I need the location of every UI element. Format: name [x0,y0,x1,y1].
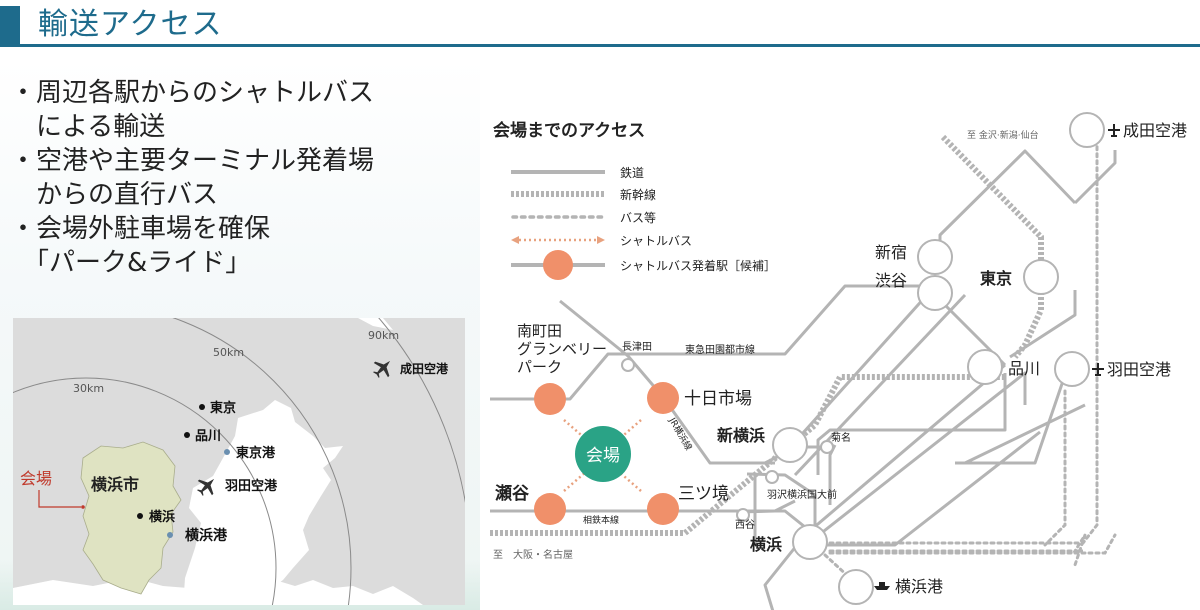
label-shinjuku: 新宿 [875,243,907,262]
ship-icon [874,582,890,590]
station-kikuna [820,440,834,454]
station-tokyo [1023,259,1059,295]
station-minamimachida [534,383,566,415]
legend-shuttle: シャトルバス [620,234,692,248]
label-nagatsuta: 長津田 [622,341,652,353]
label-shinagawa: 品川 [1008,359,1040,378]
place-tokyo: 東京 [210,400,236,416]
station-shinagawa [967,349,1003,385]
place-tokyo-port: 東京港 [236,445,276,461]
bullet-item: による輸送 [10,112,166,142]
ring-label-30km: 30km [73,382,104,395]
bullet-list: ・周辺各駅からのシャトルバス による輸送 ・空港や主要ターミナル発着場 からの直… [10,76,430,280]
venue-label: 会場 [586,446,620,466]
label-kikuna: 菊名 [831,431,851,444]
station-shibuya [917,275,953,311]
place-haneda: 羽田空港 [225,478,278,494]
label-yokohama-port: 横浜港 [895,577,943,596]
station-narita [1069,112,1105,148]
label-minamimachida-2: グランベリー [517,340,607,358]
label-yokohama: 横浜 [750,535,782,554]
label-hazawa: 羽沢横浜国大前 [767,488,837,501]
bullet-item: からの直行バス [10,180,219,210]
bus-lines [823,143,1117,592]
header-accent-bar [0,6,20,46]
station-hazawa [765,470,779,484]
label-tokaichiba: 十日市場 [684,389,752,409]
airplane-icon [1092,363,1104,376]
legend-shinkansen: 新幹線 [620,187,656,202]
legend-bus: バス等 [620,211,656,225]
station-mitsukyo [647,493,679,525]
legend-shuttle-station: シャトルバス発着駅［候補］ [620,258,776,273]
label-denentoshi-line: 東急田園都市線 [685,343,755,356]
label-haneda: 羽田空港 [1107,360,1171,379]
geo-map-svg: 30km 50km 90km 東京 品川 東京港 羽田空港 横浜 横浜港 横浜市… [13,318,465,605]
geographic-map: 30km 50km 90km 東京 品川 東京港 羽田空港 横浜 横浜港 横浜市… [13,318,465,605]
bullet-item: ・周辺各駅からのシャトルバス [10,78,375,108]
route-diagram: 会場までのアクセス 鉄道 新幹線 バス等 シャトルバス シャトルバス発着駅［候補… [485,95,1200,610]
label-minamimachida-3: パーク [517,358,562,376]
route-map-title: 会場までのアクセス [493,120,645,141]
city-yokohama: 横浜市 [91,475,139,494]
label-seya: 瀬谷 [495,484,530,504]
airplane-icon [1108,124,1120,137]
label-nishiya: 西谷 [735,519,755,531]
shinkansen-lines [490,134,1044,536]
place-shinagawa: 品川 [195,429,221,444]
place-yokohama-port: 横浜港 [185,527,228,544]
label-narita: 成田空港 [1123,121,1187,140]
station-tokaichiba [647,382,679,414]
label-to-kanazawa: 至 金沢·新潟·仙台 [967,129,1039,141]
place-yokohama: 横浜 [149,509,175,525]
place-narita: 成田空港 [400,361,449,376]
bullet-item: ・空港や主要ターミナル発着場 [10,146,375,176]
legend-rail: 鉄道 [620,165,644,180]
legend: 鉄道 新幹線 バス等 シャトルバス シャトルバス発着駅［候補］ [511,165,776,280]
label-to-osaka: 至 大阪・名古屋 [493,548,573,561]
bullet-item: ・会場外駐車場を確保 [10,214,271,244]
label-mitsukyo: 三ツ境 [678,484,729,504]
station-shinyokohama [772,427,808,463]
slide-header: 輸送アクセス [0,0,1200,50]
station-nishiya [736,508,750,522]
station-shinjuku [917,239,953,275]
label-shinyokohama: 新横浜 [717,426,765,445]
ring-label-90km: 90km [368,329,399,342]
station-seya [534,493,566,525]
route-diagram-svg: 会場までのアクセス 鉄道 新幹線 バス等 シャトルバス シャトルバス発着駅［候補… [490,112,1187,610]
ring-label-50km: 50km [213,346,244,359]
label-minamimachida-1: 南町田 [517,322,562,340]
label-shibuya: 渋谷 [875,271,907,290]
station-yokohama-port [838,569,874,605]
header-underline [0,44,1200,47]
page-title: 輸送アクセス [38,7,223,42]
station-yokohama [792,524,828,560]
label-sotetsu-line: 相鉄本線 [583,514,619,526]
station-nagatsuta [621,358,635,372]
station-haneda [1054,351,1090,387]
label-tokyo: 東京 [980,269,1012,288]
venue-label: 会場 [20,469,52,488]
venue-marker [575,426,631,482]
bullet-item: 「パーク&ライド」 [10,248,252,278]
